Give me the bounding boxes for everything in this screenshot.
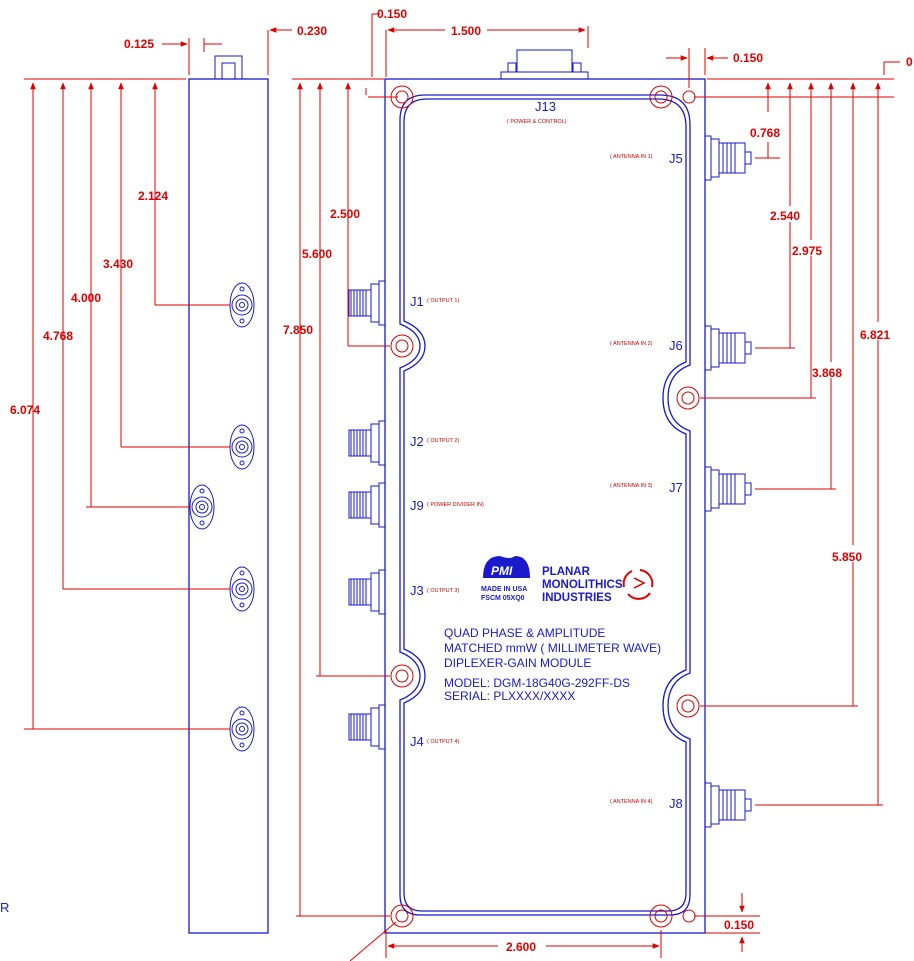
j4-connector — [348, 704, 386, 750]
label-line-5: SERIAL: PLXXXX/XXXX — [444, 689, 575, 703]
j3-desc: ( OUTPUT 3) — [427, 588, 459, 594]
label-line-2: MATCHED mmW ( MILLIMETER WAVE) — [444, 641, 661, 655]
mount-hole — [390, 334, 414, 358]
dim-2-500: 2.500 — [330, 207, 360, 221]
logo-text: PMI — [491, 564, 513, 578]
dim-2-124: 2.124 — [138, 189, 168, 203]
brand-name-2: MONOLITHICS — [542, 579, 623, 591]
mount-hole — [676, 386, 700, 410]
front-view: J13 ( POWER & CONTROL) J1 ( OUTPUT 1) J2… — [348, 49, 752, 934]
side-view — [188, 55, 269, 934]
j1-label: J1 — [410, 294, 424, 309]
fscm-text: FSCM 05XQ0 — [481, 595, 525, 602]
j9-desc: ( POWER DIVIDER IN) — [427, 502, 484, 508]
gasket-inner — [403, 98, 687, 912]
dim-0-125: 0.125 — [124, 37, 154, 51]
mount-hole — [390, 664, 414, 688]
dim-3-868: 3.868 — [812, 366, 842, 380]
mount-hole-small — [682, 909, 696, 923]
j2-connector — [348, 420, 386, 466]
side-dimensions: 0.125 0.230 2.124 3.430 4.000 4.768 6.07… — [10, 24, 327, 730]
j3-connector — [348, 569, 386, 615]
mount-hole-small — [682, 90, 696, 104]
j13-label: J13 — [535, 99, 556, 114]
dim-5-600: 5.600 — [302, 247, 332, 261]
dim-2-540: 2.540 — [770, 209, 800, 223]
pmi-logo: PMI MADE IN USA FSCM 05XQ0 — [481, 556, 530, 602]
j5-label: J5 — [669, 151, 683, 166]
side-connector-a — [229, 282, 255, 328]
dim-6-821: 6.821 — [860, 328, 890, 342]
made-in-text: MADE IN USA — [481, 586, 527, 593]
j1-desc: ( OUTPUT 1) — [427, 298, 459, 304]
side-connector-b — [229, 424, 255, 470]
j7-connector — [704, 466, 752, 512]
side-connector-c — [189, 484, 215, 530]
gasket-outer — [399, 94, 691, 916]
dim-2-975: 2.975 — [792, 244, 822, 258]
j3-label: J3 — [410, 583, 424, 598]
dim-1-500: 1.500 — [451, 24, 481, 38]
j1-connector — [348, 280, 386, 326]
j7-desc: ( ANTENNA IN 3) — [610, 483, 653, 489]
j6-label: J6 — [669, 338, 683, 353]
j4-label: J4 — [410, 734, 424, 749]
mount-hole — [676, 694, 700, 718]
dim-0-150-right: 0.150 — [733, 51, 763, 65]
j9-label: J9 — [410, 498, 424, 513]
mount-hole — [649, 904, 673, 928]
side-connector-d — [229, 566, 255, 612]
side-body — [188, 78, 269, 934]
brand-name-3: INDUSTRIES — [542, 592, 612, 604]
dim-2-600: 2.600 — [506, 940, 536, 954]
mount-hole — [649, 85, 673, 109]
j7-label: J7 — [669, 480, 683, 495]
j2-label: J2 — [410, 434, 424, 449]
label-line-3: DIPLEXER-GAIN MODULE — [444, 656, 591, 670]
j13-desc: ( POWER & CONTROL) — [507, 119, 567, 125]
dim-3-430: 3.430 — [103, 257, 133, 271]
j8-connector — [704, 782, 752, 828]
label-line-1: QUAD PHASE & AMPLITUDE — [444, 626, 605, 640]
side-top-connector — [214, 55, 243, 80]
dim-0-top: 0 — [906, 55, 913, 69]
label-line-4: MODEL: DGM-18G40G-292FF-DS — [444, 676, 630, 690]
dim-7-850: 7.850 — [283, 323, 313, 337]
dim-0-150-bottom: 0.150 — [724, 918, 754, 932]
j13-connector — [500, 49, 589, 80]
dim-0-230: 0.230 — [297, 24, 327, 38]
esd-symbol-icon — [622, 569, 654, 600]
margin-letter: R — [0, 900, 9, 915]
j6-connector — [704, 325, 752, 371]
dim-4-768: 4.768 — [43, 329, 73, 343]
dim-5-850: 5.850 — [832, 550, 862, 564]
j2-desc: ( OUTPUT 2) — [427, 438, 459, 444]
j8-label: J8 — [669, 796, 683, 811]
j9-connector — [348, 482, 386, 528]
j8-desc: ( ANTENNA IN 4) — [610, 799, 653, 805]
front-dimensions: 0.150 1.500 0.150 0 2.500 5.600 7.850 — [283, 7, 913, 961]
brand-name-1: PLANAR — [542, 566, 591, 578]
dim-0-768: 0.768 — [750, 126, 780, 140]
dim-0-150-left: 0.150 — [377, 7, 407, 21]
j5-desc: ( ANTENNA IN 1) — [610, 154, 653, 160]
j5-connector — [704, 135, 752, 181]
dim-6-074: 6.074 — [10, 403, 40, 417]
j6-desc: ( ANTENNA IN 2) — [610, 341, 653, 347]
dim-4-000: 4.000 — [71, 291, 101, 305]
j4-desc: ( OUTPUT 4) — [427, 739, 459, 745]
side-connector-e — [229, 706, 255, 752]
